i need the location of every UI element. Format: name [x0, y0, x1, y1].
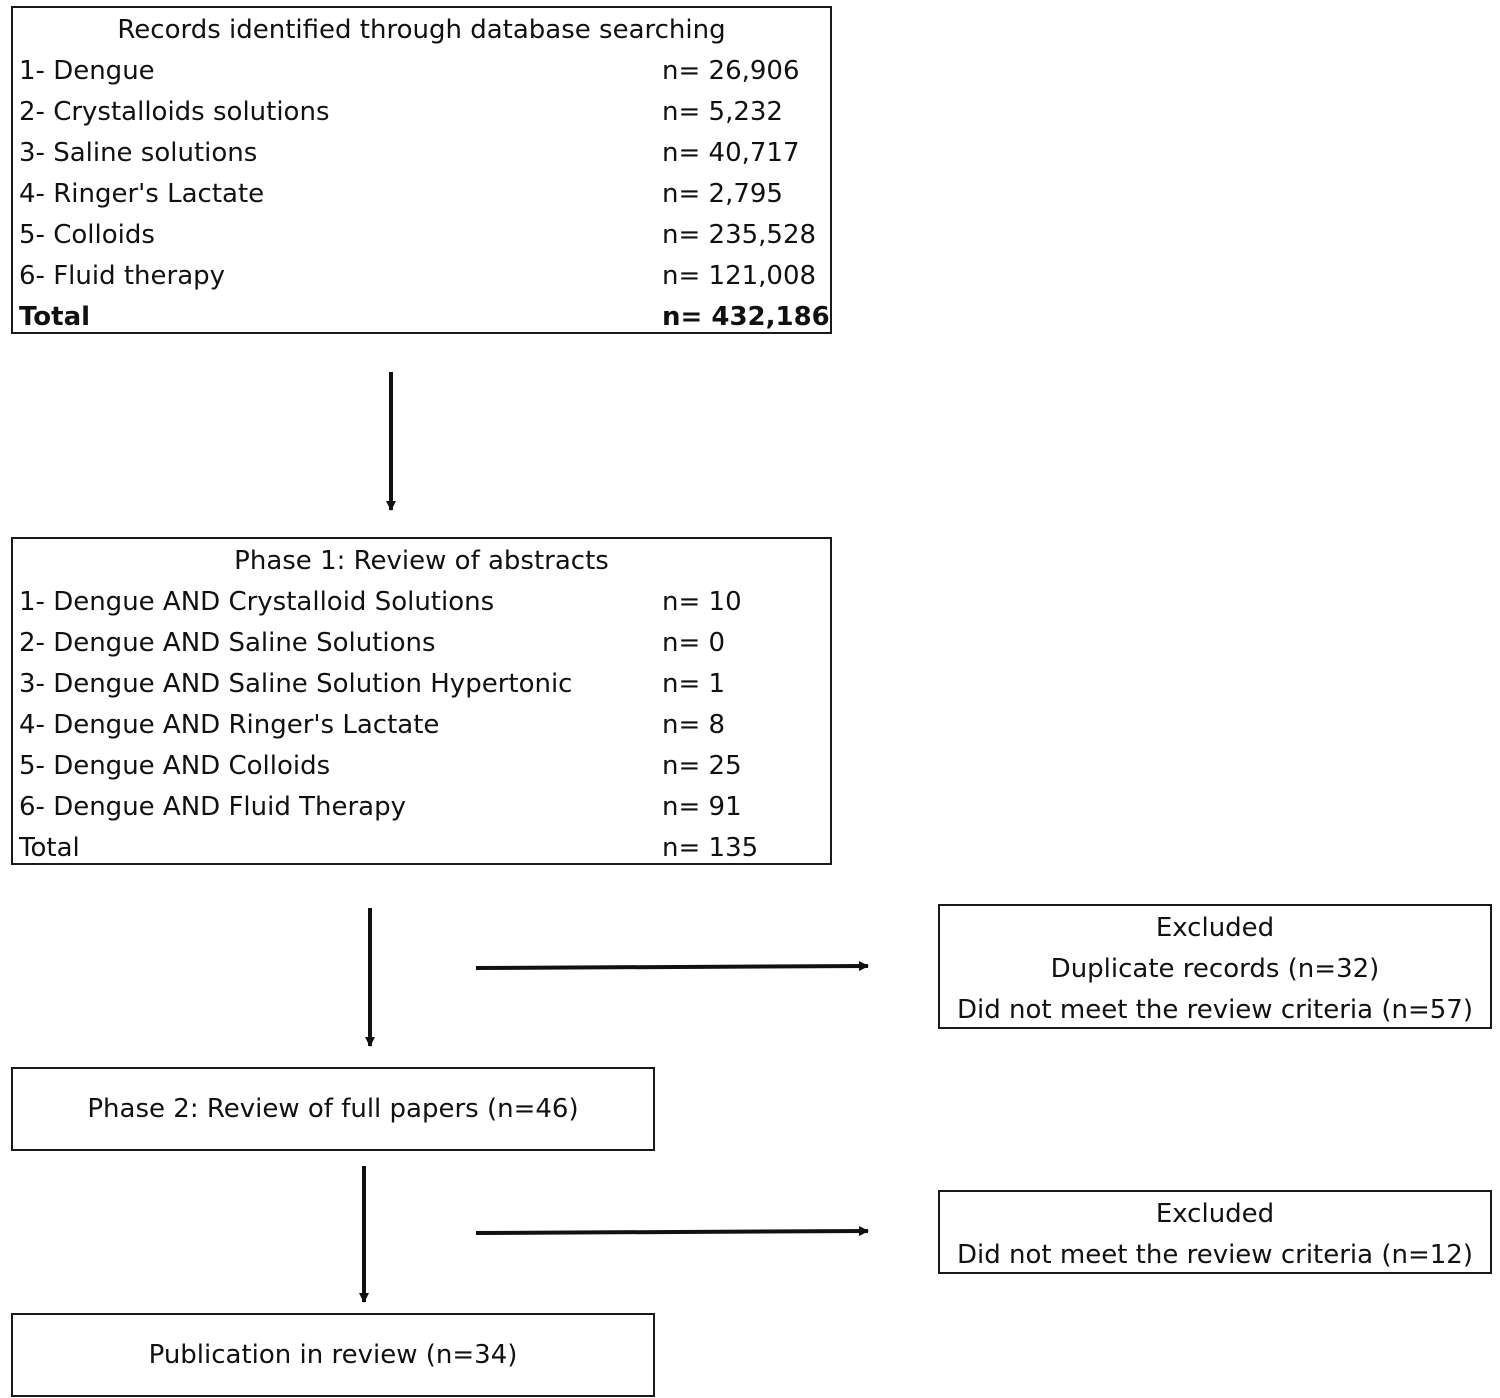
excluded-reason: Duplicate records (n=32)	[1050, 954, 1380, 984]
phase1-total-label: Total	[19, 833, 80, 863]
phase1-row-value: n= 8	[662, 710, 726, 740]
search-row-value: n= 5,232	[662, 97, 783, 127]
search-row: 3- Saline solutions n= 40,717	[19, 133, 824, 173]
phase1-row-label: 1- Dengue AND Crystalloid Solutions	[19, 587, 495, 617]
search-row-value: n= 2,795	[662, 179, 783, 209]
publication-in-review-box: Publication in review (n=34)	[11, 1313, 655, 1397]
phase1-box: Phase 1: Review of abstracts 1- Dengue A…	[11, 537, 832, 865]
publication-in-review-label: Publication in review (n=34)	[148, 1340, 518, 1370]
arrow-to-excluded-2	[475, 1226, 869, 1237]
excluded-title: Excluded	[1155, 913, 1275, 943]
phase1-row: 5- Dengue AND Colloids n= 25	[19, 746, 824, 786]
phase1-row-label: 4- Dengue AND Ringer's Lactate	[19, 710, 440, 740]
search-row-value: n= 26,906	[662, 56, 800, 86]
arrow-to-excluded-1	[475, 961, 869, 972]
phase1-row: 3- Dengue AND Saline Solution Hypertonic…	[19, 664, 824, 704]
phase1-total-value: n= 135	[662, 833, 759, 863]
records-identified-title: Records identified through database sear…	[117, 15, 726, 45]
phase1-row-value: n= 91	[662, 792, 742, 822]
excluded-box-1: Excluded Duplicate records (n=32) Did no…	[938, 904, 1492, 1029]
search-row-value: n= 40,717	[662, 138, 800, 168]
excluded-title: Excluded	[1155, 1199, 1275, 1229]
phase1-row-value: n= 0	[662, 628, 726, 658]
phase1-title: Phase 1: Review of abstracts	[234, 546, 609, 576]
phase1-row-label: 5- Dengue AND Colloids	[19, 751, 331, 781]
phase1-row-value: n= 1	[662, 669, 726, 699]
search-row-value: n= 235,528	[662, 220, 817, 250]
search-row-label: 6- Fluid therapy	[19, 261, 226, 291]
phase1-row-label: 2- Dengue AND Saline Solutions	[19, 628, 436, 658]
excluded-reason: Did not meet the review criteria (n=12)	[957, 1240, 1473, 1270]
phase1-row: 6- Dengue AND Fluid Therapy n= 91	[19, 787, 824, 827]
phase2-box: Phase 2: Review of full papers (n=46)	[11, 1067, 655, 1151]
phase2-label: Phase 2: Review of full papers (n=46)	[87, 1094, 579, 1124]
phase1-row: 1- Dengue AND Crystalloid Solutions n= 1…	[19, 582, 824, 622]
search-row-label: 5- Colloids	[19, 220, 155, 250]
phase1-row-label: 6- Dengue AND Fluid Therapy	[19, 792, 406, 822]
search-total-row: Total n= 432,186	[19, 297, 830, 337]
phase1-row-label: 3- Dengue AND Saline Solution Hypertonic	[19, 669, 573, 699]
phase1-total-row: Total n= 135	[19, 828, 824, 868]
search-total-value: n= 432,186	[662, 302, 830, 332]
phase1-row: 2- Dengue AND Saline Solutions n= 0	[19, 623, 824, 663]
records-identified-box: Records identified through database sear…	[11, 6, 832, 334]
search-row-value: n= 121,008	[662, 261, 817, 291]
excluded-reason: Did not meet the review criteria (n=57)	[957, 995, 1473, 1025]
search-row-label: 3- Saline solutions	[19, 138, 258, 168]
search-row-label: 2- Crystalloids solutions	[19, 97, 330, 127]
excluded-box-2: Excluded Did not meet the review criteri…	[938, 1190, 1492, 1274]
phase1-row-value: n= 10	[662, 587, 742, 617]
search-row: 2- Crystalloids solutions n= 5,232	[19, 92, 824, 132]
search-row-label: 4- Ringer's Lactate	[19, 179, 265, 209]
phase1-row: 4- Dengue AND Ringer's Lactate n= 8	[19, 705, 824, 745]
search-row: 5- Colloids n= 235,528	[19, 215, 824, 255]
search-row: 6- Fluid therapy n= 121,008	[19, 256, 824, 296]
phase1-row-value: n= 25	[662, 751, 742, 781]
search-row: 1- Dengue n= 26,906	[19, 51, 824, 91]
search-row: 4- Ringer's Lactate n= 2,795	[19, 174, 824, 214]
search-total-label: Total	[19, 302, 91, 332]
search-row-label: 1- Dengue	[19, 56, 155, 86]
